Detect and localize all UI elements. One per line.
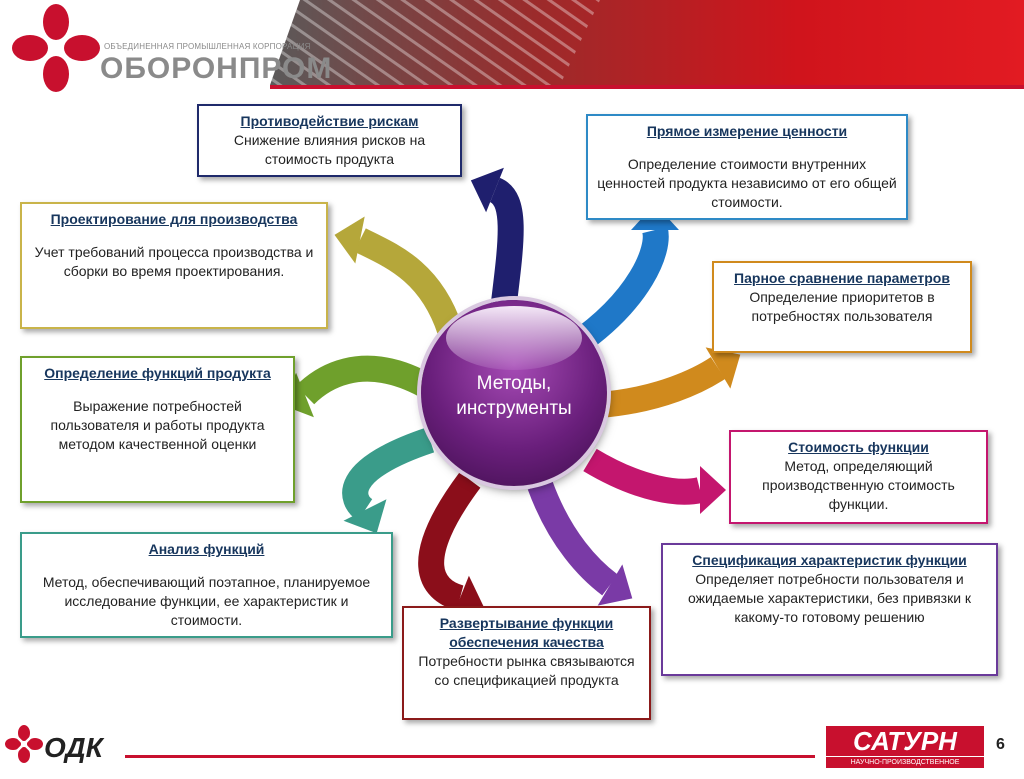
footer-divider: [125, 755, 815, 758]
page-number: 6: [996, 736, 1005, 753]
box-desc: Определяет потребности пользователя и ож…: [687, 570, 972, 625]
box-desc: Метод, обеспечивающий поэтапное, планиру…: [42, 573, 371, 628]
oboronprom-logo-icon: [12, 4, 100, 92]
box-title: Спецификация характеристик функции: [692, 552, 967, 568]
arrow-teal: [342, 427, 435, 534]
org-subtitle: ОБЪЕДИНЕННАЯ ПРОМЫШЛЕННАЯ КОРПОРАЦИЯ: [104, 42, 311, 51]
box-design: Проектирование для производства Учет тре…: [20, 202, 328, 329]
odk-logo-icon: [5, 725, 43, 763]
box-desc: Учет требований процесса производства и …: [34, 243, 314, 279]
box-title: Парное сравнение параметров: [734, 270, 950, 286]
box-desc: Потребности рынка связываются со специфи…: [418, 652, 635, 688]
box-value: Прямое измерение ценности Определение ст…: [586, 114, 908, 220]
arrow-darkred: [418, 472, 485, 621]
box-title: Развертывание функции обеспечения качест…: [439, 615, 614, 650]
box-specification: Спецификация характеристик функции Опред…: [661, 543, 998, 676]
box-desc: Выражение потребностей пользователя и ра…: [50, 397, 265, 452]
box-risk: Противодействие рискам Снижение влияния …: [197, 104, 462, 177]
box-pairwise: Парное сравнение параметров Определение …: [712, 261, 972, 353]
box-desc: Определение приоритетов в потребностях п…: [749, 288, 935, 324]
box-title: Противодействие рискам: [240, 113, 419, 129]
arrow-green: [280, 355, 432, 418]
box-desc: Определение стоимости внутренних ценност…: [597, 155, 897, 210]
box-title: Определение функций продукта: [44, 365, 271, 381]
arrow-olive: [334, 216, 463, 335]
center-gloss: [446, 306, 582, 370]
center-label-line2: инструменты: [456, 397, 572, 419]
arrow-purple: [527, 480, 633, 606]
box-qfd: Развертывание функции обеспечения качест…: [402, 606, 651, 720]
header: ОБЪЕДИНЕННАЯ ПРОМЫШЛЕННАЯ КОРПОРАЦИЯ ОБО…: [0, 0, 1024, 96]
box-desc: Метод, определяющий производственную сто…: [762, 457, 955, 512]
arrow-magenta: [583, 448, 726, 514]
box-analysis: Анализ функций Метод, обеспечивающий поэ…: [20, 532, 393, 638]
box-title: Прямое измерение ценности: [646, 123, 848, 139]
box-title: Анализ функций: [148, 541, 265, 557]
arrow-blue: [567, 204, 679, 356]
box-title: Проектирование для производства: [50, 211, 298, 227]
box-title: Стоимость функции: [788, 439, 929, 455]
saturn-subtitle: НАУЧНО-ПРОИЗВОДСТВЕННОЕ ОБЪЕДИНЕНИЕ: [826, 757, 984, 777]
org-name: ОБОРОНПРОМ: [100, 52, 333, 85]
box-desc: Снижение влияния рисков на стоимость про…: [233, 131, 426, 167]
center-label-line1: Методы,: [476, 373, 552, 394]
box-function-cost: Стоимость функции Метод, определяющий пр…: [729, 430, 988, 524]
odk-logo-text: ОДК: [44, 732, 103, 763]
center-label: Методы, инструменты: [421, 372, 607, 421]
header-banner: [270, 0, 1024, 89]
saturn-logo: САТУРН: [826, 726, 984, 756]
box-functions: Определение функций продукта Выражение п…: [20, 356, 295, 503]
arrow-orange: [598, 347, 741, 418]
